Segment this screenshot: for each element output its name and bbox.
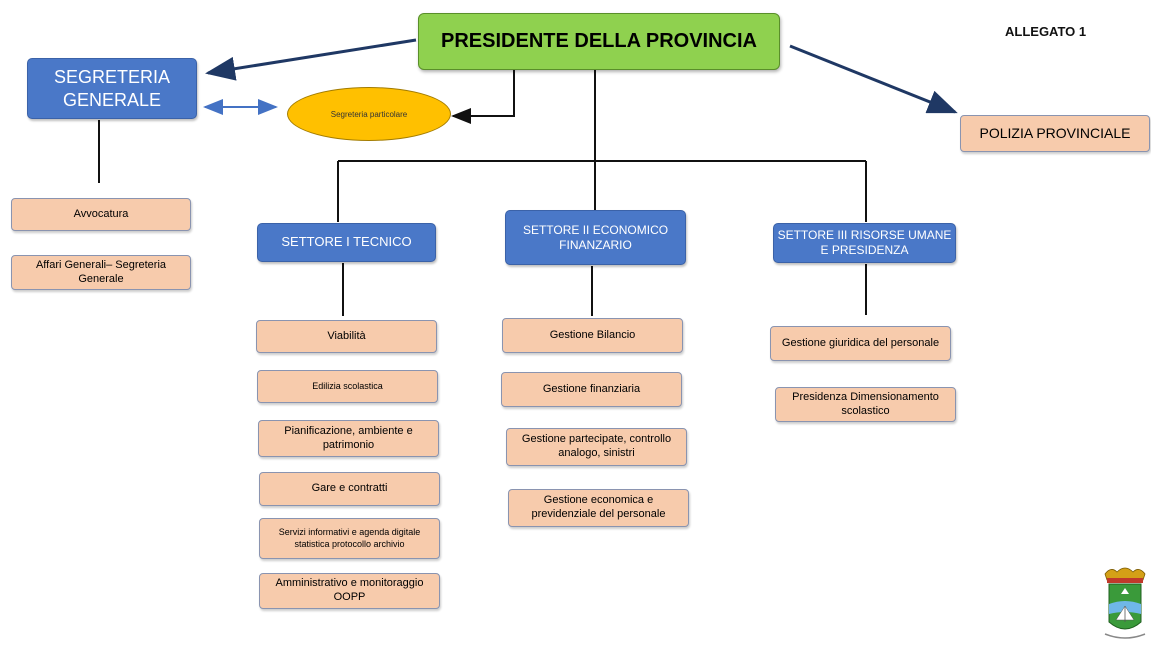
settore-1-item: Gare e contratti bbox=[259, 472, 440, 506]
settore-2-item: Gestione Bilancio bbox=[502, 318, 683, 353]
provincia-emblem-icon bbox=[1104, 567, 1146, 639]
arrow-to-segreteria-particolare bbox=[451, 70, 515, 124]
segreteria-item-affari-generali: Affari Generali– Segreteria Generale bbox=[11, 255, 191, 290]
settore-1-item: Amministrativo e monitoraggio OOPP bbox=[259, 573, 440, 609]
segreteria-generale-box: SEGRETERIA GENERALE bbox=[27, 58, 197, 119]
settore-2-item: Gestione partecipate, controllo analogo,… bbox=[506, 428, 687, 466]
polizia-provinciale-box: POLIZIA PROVINCIALE bbox=[960, 115, 1150, 152]
settore-3-item: Presidenza Dimensionamento scolastico bbox=[775, 387, 956, 422]
settore-3-box: SETTORE III RISORSE UMANE E PRESIDENZA bbox=[773, 223, 956, 263]
settore-1-item: Viabilità bbox=[256, 320, 437, 353]
settore-3-item: Gestione giuridica del personale bbox=[770, 326, 951, 361]
presidente-box: PRESIDENTE DELLA PROVINCIA bbox=[418, 13, 780, 70]
segreteria-particolare-ellipse: Segreteria particolare bbox=[287, 87, 451, 141]
arrow-to-polizia bbox=[789, 44, 958, 114]
settore-1-item: Edilizia scolastica bbox=[257, 370, 438, 403]
settore-2-item: Gestione finanziaria bbox=[501, 372, 682, 407]
settore-2-item: Gestione economica e previdenziale del p… bbox=[508, 489, 689, 527]
allegato-label: ALLEGATO 1 bbox=[1005, 24, 1087, 39]
arrow-to-segreteria-generale bbox=[205, 38, 417, 81]
settore-1-box: SETTORE I TECNICO bbox=[257, 223, 436, 262]
segreteria-item-avvocatura: Avvocatura bbox=[11, 198, 191, 231]
settore-1-item: Pianificazione, ambiente e patrimonio bbox=[258, 420, 439, 457]
settore-1-item: Servizi informativi e agenda digitale st… bbox=[259, 518, 440, 559]
settore-2-box: SETTORE II ECONOMICO FINANZARIO bbox=[505, 210, 686, 265]
